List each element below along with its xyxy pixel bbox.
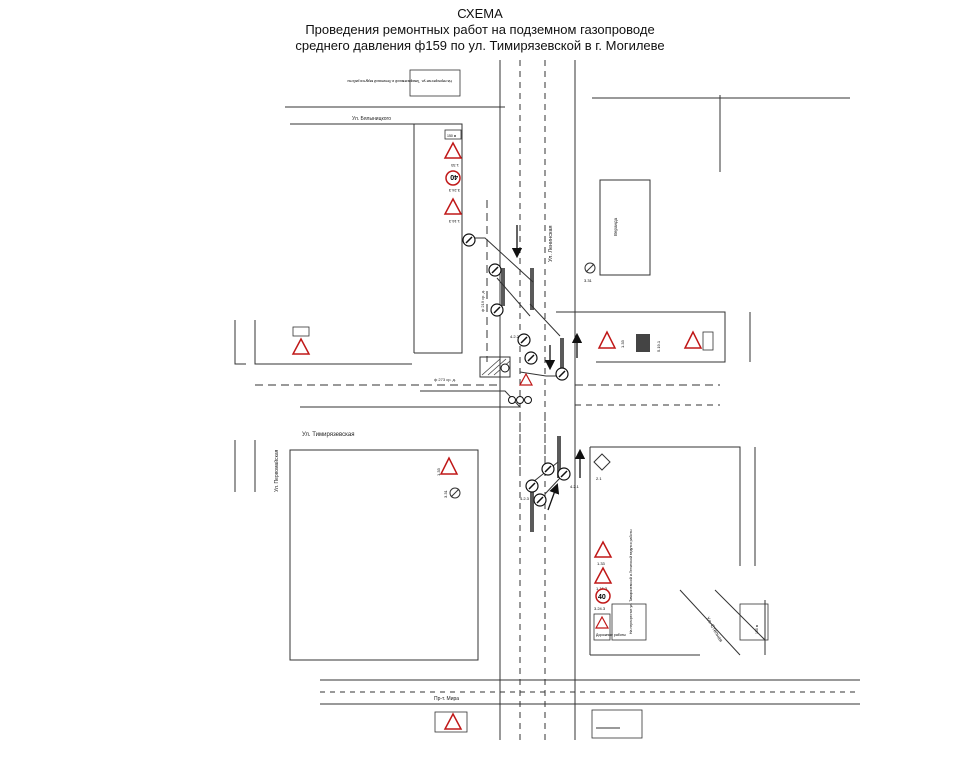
detour-plaque-se-2 (739, 603, 769, 641)
sign-label-5: 1.33 (620, 339, 625, 348)
lane-sign-icon (636, 334, 650, 352)
work-zone-4 (557, 436, 561, 478)
guidance-lines (470, 237, 561, 495)
sign-label-4: 3.31 (584, 278, 593, 283)
building-veranda (599, 179, 651, 276)
priority-road-sign: 2.1 (593, 453, 611, 481)
sign-label-8: 3.31 (443, 489, 448, 498)
guide-3 (529, 303, 561, 337)
road-sign-se-stack: 1.33 1.16.3 40 3.24.3 Дорожные работы На… (593, 529, 769, 641)
diagram-title: СХЕМА (457, 6, 503, 21)
speed-limit-se-icon (595, 588, 611, 604)
block-w-fragment (234, 320, 246, 365)
roadworks-sign-west-icon (291, 337, 311, 355)
roadworks-sign-se-icon (593, 540, 613, 558)
block-sw-outline (289, 449, 479, 661)
keep-right-signs: 4.2.2 4.2.3 4.2.1 (462, 233, 580, 507)
sign-label-11: 4.2.1 (570, 484, 580, 489)
roadworks-sign-bottom-icon (443, 712, 463, 730)
title-block: СХЕМА Проведения ремонтных работ на подз… (0, 6, 960, 54)
speed-limit-sign-icon (445, 170, 461, 186)
work-zone-5 (530, 488, 534, 532)
block-se-outline (590, 446, 741, 566)
roadworks-sign-sw-icon (439, 456, 459, 475)
detour-plaque-top-text: На перекрестке ул. Тимирязевской и Ленин… (347, 79, 452, 83)
road-sign-east-stack: 1.33 5.19.1 (597, 330, 714, 352)
speed-limit-value: 40 (450, 173, 458, 180)
street-labels: Ул. Бялыницкого Ул. Ленинская Ул. Тимиря… (273, 116, 724, 702)
distance-plate: 150 м (447, 134, 457, 138)
speed-limit-se-value: 40 (598, 594, 606, 601)
priority-road-icon (593, 453, 611, 471)
street-label-mira: Пр-т. Мира (434, 696, 459, 702)
road-sign-sw-stack: 1.33 3.31 (436, 456, 461, 499)
block-outlines (234, 95, 850, 661)
road-works-plate: Дорожные работы (596, 633, 626, 637)
diagram-subtitle-2: среднего давления ф159 по ул. Тимирязевс… (295, 38, 665, 53)
detour-plaque-top: На перекрестке ул. Тимирязевской и Ленин… (347, 69, 461, 97)
sign-label-3: 1.16.3 (448, 219, 460, 224)
sign-label-13: 1.33 (597, 561, 606, 566)
roadworks-sign-icon (443, 141, 463, 159)
building-label-veranda: Веранда (613, 217, 618, 236)
work-zone-3 (560, 338, 564, 374)
guide-2 (496, 277, 531, 317)
street-label-leninskaya: Ул. Ленинская (548, 225, 554, 262)
road-sign-bottom-stack (434, 709, 643, 739)
block-e-outline (556, 311, 726, 363)
guide-4 (519, 371, 560, 377)
pit-signs (500, 363, 534, 404)
excavation-pit (420, 356, 522, 408)
detour-plaque-se-text: На перекрестке ул. Тимирязевской и Ленин… (629, 529, 633, 634)
roadworks-sign-east-icon (597, 330, 617, 349)
sign-label-15: 3.24.3 (594, 606, 606, 611)
block-nw-outline (290, 123, 463, 354)
detour-plaque-se (611, 603, 647, 641)
street-label-timiryazevskaya: Ул. Тимирязевская (302, 432, 354, 438)
sign-label-7: 1.33 (436, 467, 441, 476)
sign-label-12: 2.1 (596, 476, 602, 481)
gas-pipe-label-north: ф 219 ср. д. (480, 290, 485, 312)
no-parking-sign: 3.31 (584, 262, 596, 283)
street-label-pervomaiskaya: Ул. Первомайская (273, 449, 280, 492)
sign-label-10: 4.2.3 (520, 496, 530, 501)
road-lines (255, 60, 860, 740)
sign-label-1: 1.33 (450, 163, 459, 168)
street-label-bialynitskogo: Ул. Бялыницкого (352, 116, 391, 122)
roadworks-sign-east-2-icon (683, 330, 703, 349)
distance-plate-se: 150 м (755, 624, 759, 634)
work-zone-2 (530, 268, 534, 310)
sign-label-6: 5.19.1 (656, 340, 661, 352)
gas-pipe-label-west: ф 273 ср. д. (434, 377, 456, 382)
work-zone-1 (501, 268, 505, 306)
narrowing-sign-se-icon (593, 566, 613, 584)
street-label-stepnaya: Ул. Степная (704, 616, 723, 644)
traffic-arrows (511, 225, 586, 511)
street-stepnaya-a (679, 589, 741, 656)
pit-roadworks-icon (518, 372, 534, 386)
block-w-outline (254, 320, 412, 365)
narrowing-sign-icon (443, 197, 463, 215)
detour-plaque-bottom (591, 709, 643, 739)
diagram-subtitle-1: Проведения ремонтных работ на подземном … (305, 22, 655, 37)
road-sign-west-stack (291, 326, 311, 355)
sign-label-9: 4.2.2 (510, 334, 520, 339)
sign-label-2: 3.24.3 (448, 188, 460, 193)
guide-6 (544, 477, 561, 495)
work-zones (501, 268, 564, 532)
arrow-north-3 (547, 483, 560, 511)
road-sign-top-left-stack: 150 м 1.33 40 3.24.3 1.16.3 (443, 129, 463, 224)
